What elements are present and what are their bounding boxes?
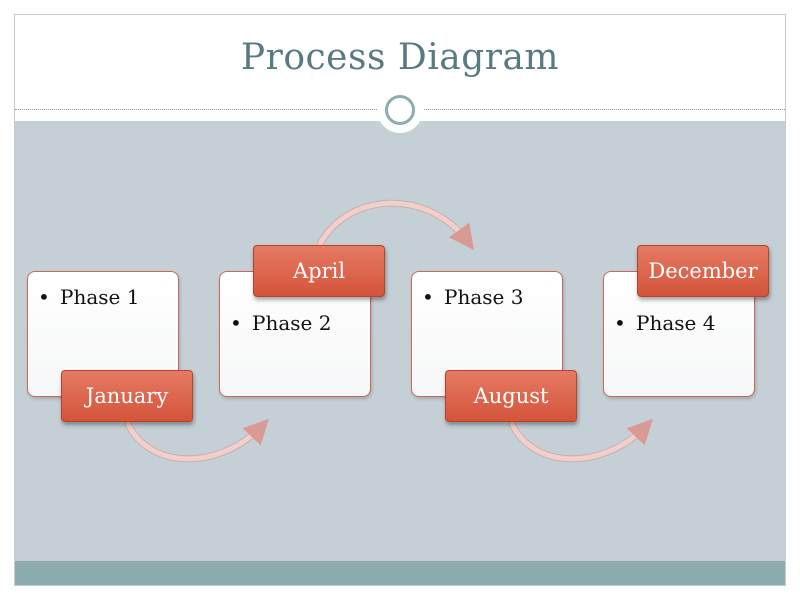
- slide-title: Process Diagram: [240, 37, 560, 78]
- phase-label-text: Phase 4: [636, 311, 716, 335]
- curved-arrow-icon: [509, 418, 653, 462]
- curved-arrow-icon: [125, 418, 269, 462]
- date-tag-april: April: [253, 245, 385, 297]
- circle-ring-icon: [385, 95, 415, 125]
- curved-arrow-icon: [317, 200, 474, 251]
- bullet-glyph: •: [614, 311, 626, 335]
- date-tag-december: December: [637, 245, 769, 297]
- bullet-glyph: •: [422, 285, 434, 309]
- phase-label-text: Phase 2: [252, 311, 332, 335]
- phase-label-1: • Phase 1: [38, 285, 139, 309]
- phase-label-text: Phase 1: [60, 285, 140, 309]
- curved-arrow-icon: [316, 199, 472, 248]
- bullet-glyph: •: [38, 285, 50, 309]
- bullet-glyph: •: [230, 311, 242, 335]
- footer-bar: [15, 561, 785, 585]
- phase-label-2: • Phase 2: [230, 311, 331, 335]
- date-tag-january: January: [61, 370, 193, 422]
- phase-label-4: • Phase 4: [614, 311, 715, 335]
- date-tag-august: August: [445, 370, 577, 422]
- phase-label-text: Phase 3: [444, 285, 524, 309]
- phase-label-3: • Phase 3: [422, 285, 523, 309]
